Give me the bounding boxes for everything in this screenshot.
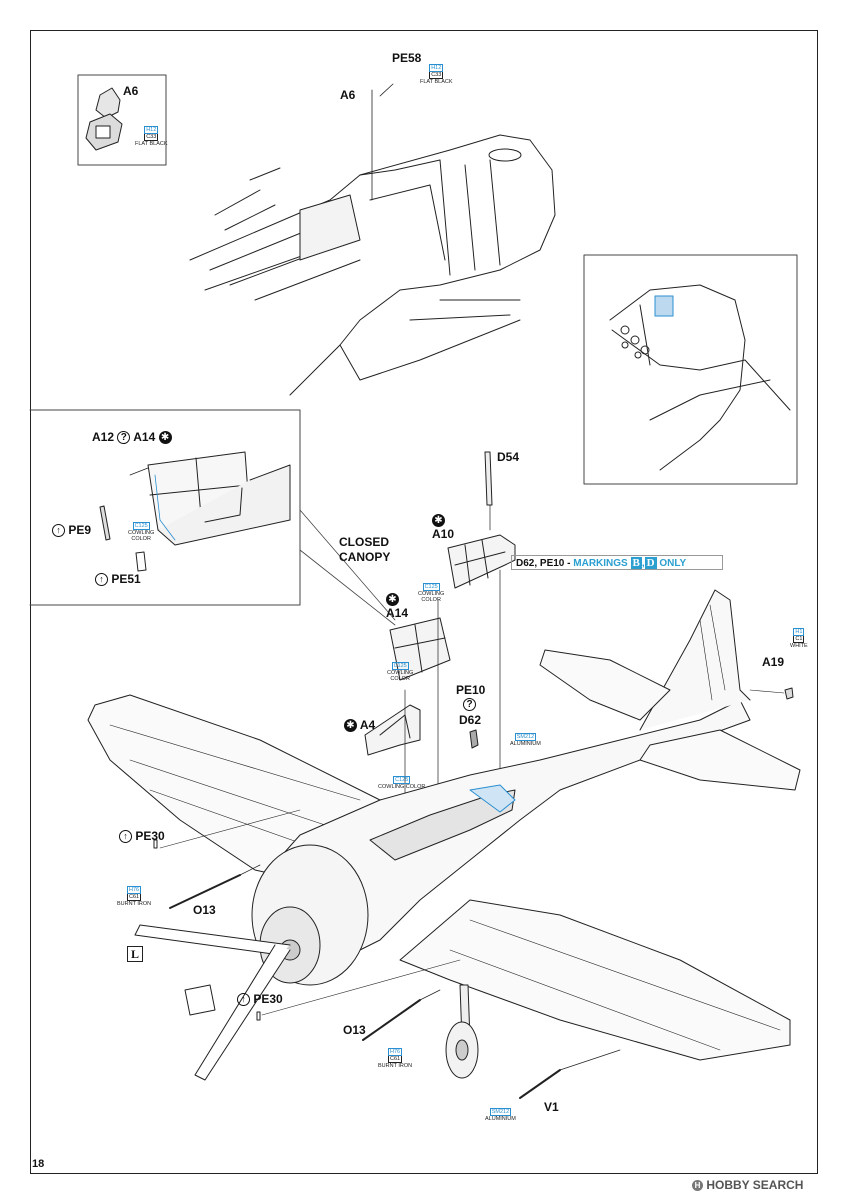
markings-notice: D62, PE10 - MARKINGS B,D ONLY — [511, 555, 723, 570]
part-label-a12: A12 ? A14 ✱ — [92, 430, 172, 445]
marking-d-badge: D — [644, 557, 657, 569]
paint-callout-white: H1 C1 WHITE — [790, 628, 808, 649]
paint-callout-cowling-a10: C125 COWLING COLOR — [418, 583, 445, 603]
part-label-a19: A19 — [762, 655, 785, 669]
part-label-o13-upper: O13 — [193, 903, 216, 917]
star-icon: ✱ — [432, 514, 445, 528]
star-icon: ✱ — [158, 431, 172, 445]
canopy-inset-box — [29, 409, 301, 606]
part-label-pe51: ↑ PE51 — [95, 572, 141, 587]
photo-etch-icon: ↑ — [237, 993, 250, 1007]
part-label-pe30-upper: ↑ PE30 — [119, 829, 165, 844]
part-label-pe9: ↑ PE9 — [52, 523, 91, 538]
canopy-parts-drawing — [364, 451, 516, 841]
closed-canopy-label: CLOSED CANOPY — [339, 535, 391, 564]
paint-callout-aluminium-v1: SM212 ALUMINIUM — [485, 1108, 516, 1122]
a6-part-drawing — [85, 87, 123, 151]
cockpit-detail-inset-box — [583, 254, 798, 485]
question-icon: ? — [463, 698, 476, 712]
part-label-a6: A6 — [340, 88, 356, 102]
cockpit-detail-drawing — [609, 284, 791, 471]
part-label-a14: ✱A14 — [386, 593, 409, 621]
question-icon: ? — [117, 431, 131, 445]
part-label-pe30-lower: ↑ PE30 — [237, 992, 283, 1007]
watermark: H HOBBY SEARCH — [692, 1178, 803, 1192]
paint-callout-burnt-iron-upper: H76 C61 BURNT IRON — [117, 886, 152, 907]
side-mark-left: L — [127, 946, 143, 962]
a6-inset-box — [77, 74, 167, 166]
paint-callout-cowling-inset: C125 COWLING COLOR — [128, 522, 155, 542]
photo-etch-icon: ↑ — [119, 830, 132, 844]
canopy-inset-drawing — [99, 451, 291, 572]
paint-callout-cowling-a14: C125 COWLING COLOR — [387, 662, 414, 682]
part-label-a4: ✱ A4 — [344, 718, 375, 733]
page-frame — [30, 30, 818, 1174]
part-label-o13-lower: O13 — [343, 1023, 366, 1037]
paint-callout-burnt-iron-lower: H76 C61 BURNT IRON — [378, 1048, 413, 1069]
watermark-logo-icon: H — [692, 1180, 703, 1192]
marking-b-badge: B — [630, 557, 642, 569]
photo-etch-icon: ↑ — [52, 524, 65, 538]
part-label-pe10: PE10 — [456, 683, 486, 697]
pe10-question-icon: ? — [463, 697, 476, 712]
aircraft-drawing — [87, 589, 801, 1099]
part-label-a6-inset: A6 — [123, 84, 139, 98]
upper-fuselage-drawing — [189, 83, 556, 396]
photo-etch-icon: ↑ — [95, 573, 108, 587]
page-number: 18 — [32, 1158, 45, 1170]
paint-callout-cowling-cockpit: C125 COWLING COLOR — [378, 776, 426, 790]
star-icon: ✱ — [344, 719, 357, 733]
part-label-d54: D54 — [497, 450, 520, 464]
part-label-pe58: PE58 — [392, 51, 422, 65]
paint-callout-aluminium: SM212 ALUMINIUM — [510, 733, 541, 747]
paint-callout-flat-black: H12 C33 FLAT BLACK — [420, 64, 453, 85]
part-label-d62: D62 — [459, 713, 482, 727]
paint-callout-flat-black-inset: H12 C33 FLAT BLACK — [135, 126, 168, 147]
star-icon: ✱ — [386, 593, 399, 607]
part-label-a10: ✱A10 — [432, 514, 455, 542]
part-label-v1: V1 — [544, 1100, 559, 1114]
